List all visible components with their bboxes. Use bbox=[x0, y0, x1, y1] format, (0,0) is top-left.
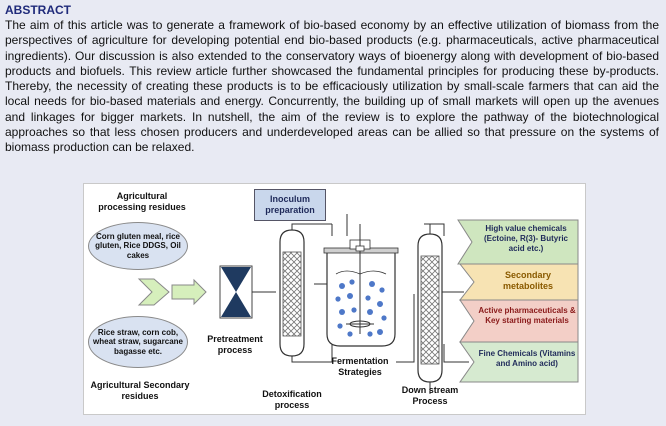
pretreatment-label: Pretreatment process bbox=[207, 334, 263, 355]
abstract-text: The aim of this article was to generate … bbox=[5, 18, 659, 155]
product-shape-3 bbox=[459, 341, 579, 383]
input-chevron-arrow bbox=[137, 278, 207, 306]
fermentation-label: Fermentation Strategies bbox=[331, 356, 389, 377]
secondary-residues-oval: Rice straw, corn cob, wheat straw, sugar… bbox=[88, 316, 188, 368]
product-label-3: Fine Chemicals (Vitamins and Amino acid) bbox=[478, 349, 576, 368]
product-chevrons bbox=[457, 219, 579, 383]
detox-label: Detoxification process bbox=[262, 389, 322, 410]
processing-residues-oval: Corn gluten meal, rice gluten, Rice DDGS… bbox=[88, 222, 188, 270]
secondary-residues-label: Agricultural Secondary residues bbox=[90, 380, 190, 401]
product-label-2: Active pharmaceuticals & Key starting ma… bbox=[478, 306, 576, 325]
downstream-label: Down stream Process bbox=[401, 385, 459, 406]
downstream-column-icon bbox=[417, 224, 464, 394]
fermenter-vessel-icon bbox=[323, 224, 399, 347]
abstract-heading: ABSTRACT bbox=[5, 3, 71, 17]
pretreatment-valve-icon bbox=[219, 265, 253, 319]
product-label-0: High value chemicals (Ectoine, R(3)- But… bbox=[483, 224, 568, 253]
process-figure: Agricultural processing residues Corn gl… bbox=[83, 183, 586, 415]
processing-residues-label: Agricultural processing residues bbox=[98, 191, 186, 212]
process-diagram bbox=[137, 214, 579, 394]
detoxification-column-icon bbox=[279, 229, 305, 357]
product-label-1: Secondary metabolites bbox=[502, 270, 553, 291]
inoculum-box: Inoculum preparation bbox=[254, 189, 326, 221]
